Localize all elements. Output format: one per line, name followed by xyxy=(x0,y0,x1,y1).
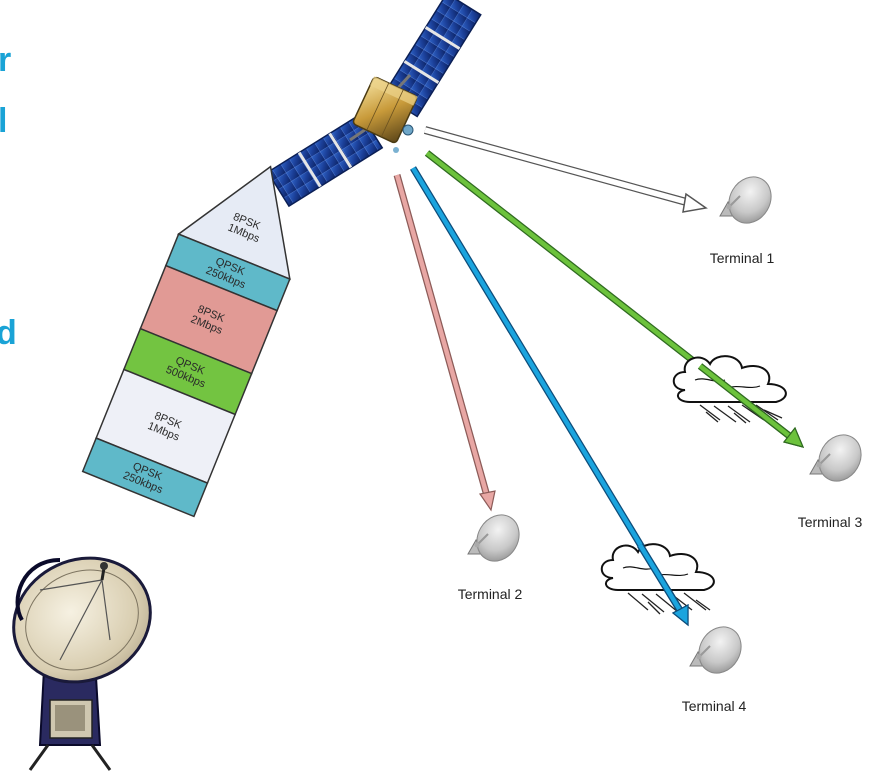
terminal-3-label: Terminal 3 xyxy=(798,514,863,530)
beam-terminal-2 xyxy=(393,174,496,512)
terminal-dish-icon xyxy=(689,626,742,674)
terminal-dish-icon xyxy=(719,176,772,224)
terminal-3: Terminal 3 xyxy=(798,434,863,530)
uplink-carrier-stack: QPSK250kbps8PSK2MbpsQPSK500kbps8PSK1Mbps… xyxy=(81,165,291,518)
beam-terminal-1 xyxy=(423,126,708,213)
left-partial-text: r l d xyxy=(0,41,17,352)
terminal-2-label: Terminal 2 xyxy=(458,586,523,602)
terminal-dish-icon xyxy=(467,514,520,562)
terminal-1-label: Terminal 1 xyxy=(710,250,775,266)
partial-text-line-3: d xyxy=(0,314,17,352)
partial-text-line-1: r xyxy=(0,41,11,79)
carrier-segment-6 xyxy=(81,437,209,518)
satellite-icon xyxy=(266,0,482,208)
terminal-4-label: Terminal 4 xyxy=(682,698,747,714)
terminal-1: Terminal 1 xyxy=(710,176,775,266)
ground-station-dish-icon xyxy=(12,556,152,771)
beam-overlays xyxy=(637,363,805,627)
terminal-2: Terminal 2 xyxy=(458,514,523,602)
partial-text-line-2: l xyxy=(0,102,7,140)
terminal-4: Terminal 4 xyxy=(682,626,747,714)
terminal-dish-icon xyxy=(809,434,862,482)
